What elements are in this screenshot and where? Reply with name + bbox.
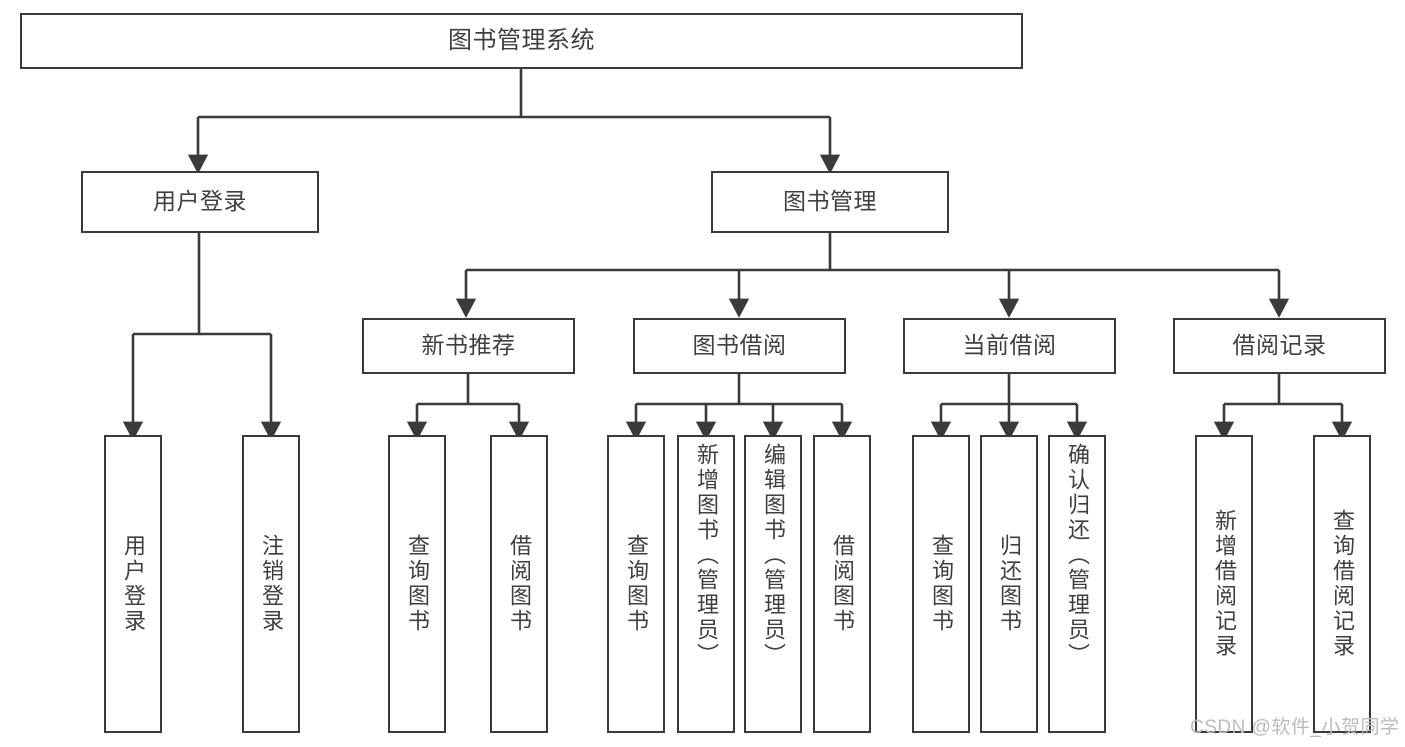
leaf-nb-borrow-book[interactable]: 借阅图书 bbox=[490, 435, 548, 733]
node-label: 借阅图书 bbox=[830, 534, 855, 634]
leaf-bb-borrow-book[interactable]: 借阅图书 bbox=[813, 435, 871, 733]
node-label: 图书借阅 bbox=[692, 332, 787, 359]
node-label: 编辑图书（管理员） bbox=[761, 443, 786, 668]
leaf-logout[interactable]: 注销登录 bbox=[242, 435, 300, 733]
node-label: 查询图书 bbox=[405, 534, 430, 634]
leaf-nb-query-book[interactable]: 查询图书 bbox=[388, 435, 446, 733]
node-label: 借阅记录 bbox=[1232, 332, 1327, 359]
node-label: 查询借阅记录 bbox=[1330, 509, 1355, 659]
node-label: 查询图书 bbox=[624, 534, 649, 634]
node-label: 用户登录 bbox=[121, 534, 146, 634]
node-current-borrow[interactable]: 当前借阅 bbox=[903, 318, 1116, 374]
node-label: 图书管理 bbox=[783, 188, 877, 215]
node-label: 归还图书 bbox=[997, 534, 1022, 634]
node-label: 图书管理系统 bbox=[448, 26, 595, 54]
node-new-book-recommend[interactable]: 新书推荐 bbox=[362, 318, 575, 374]
node-label: 当前借阅 bbox=[962, 332, 1057, 359]
leaf-cb-return-book[interactable]: 归还图书 bbox=[980, 435, 1038, 733]
leaf-bb-add-book-admin[interactable]: 新增图书（管理员） bbox=[677, 435, 735, 733]
leaf-bb-query-book[interactable]: 查询图书 bbox=[607, 435, 665, 733]
node-label: 新增借阅记录 bbox=[1212, 509, 1237, 659]
node-book-management[interactable]: 图书管理 bbox=[711, 171, 949, 233]
node-label: 用户登录 bbox=[153, 188, 247, 215]
node-book-borrow[interactable]: 图书借阅 bbox=[633, 318, 846, 374]
node-borrow-record[interactable]: 借阅记录 bbox=[1173, 318, 1386, 374]
leaf-user-login[interactable]: 用户登录 bbox=[104, 435, 162, 733]
node-label: 新增图书（管理员） bbox=[694, 443, 719, 668]
node-label: 查询图书 bbox=[929, 534, 954, 634]
node-label: 确认归还（管理员） bbox=[1065, 443, 1090, 668]
leaf-cb-query-book[interactable]: 查询图书 bbox=[912, 435, 970, 733]
leaf-cb-confirm-return-admin[interactable]: 确认归还（管理员） bbox=[1048, 435, 1106, 733]
node-label: 注销登录 bbox=[259, 534, 284, 634]
leaf-bb-edit-book-admin[interactable]: 编辑图书（管理员） bbox=[744, 435, 802, 733]
csdn-watermark: CSDN @软件_小贺同学 bbox=[1190, 717, 1400, 738]
node-root-system[interactable]: 图书管理系统 bbox=[20, 13, 1023, 69]
leaf-br-query-record[interactable]: 查询借阅记录 bbox=[1313, 435, 1371, 733]
leaf-br-add-record[interactable]: 新增借阅记录 bbox=[1195, 435, 1253, 733]
node-user-login[interactable]: 用户登录 bbox=[81, 171, 319, 233]
node-label: 借阅图书 bbox=[507, 534, 532, 634]
node-label: 新书推荐 bbox=[421, 332, 516, 359]
